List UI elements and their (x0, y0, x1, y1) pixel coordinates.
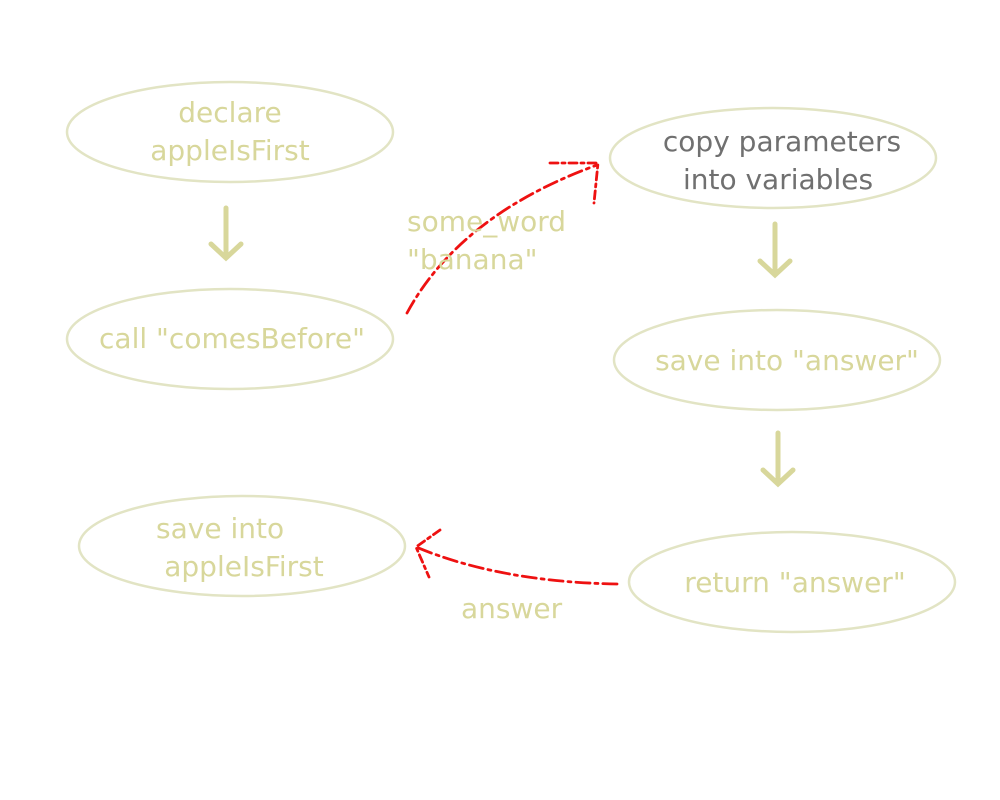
node-copy-params-ellipse (608, 106, 938, 210)
node-declare-ellipse (65, 80, 395, 184)
node-declare: declare appleIsFirst (65, 80, 395, 184)
node-copy-params: copy parameters into variables (608, 106, 938, 210)
flow-arrow-copy-to-save (757, 221, 793, 279)
edge-label-some-word: some_word (407, 205, 566, 238)
node-call-line1: call "comesBefore" (99, 322, 365, 355)
node-declare-line2: appleIsFirst (150, 134, 310, 167)
node-copy-params-line1: copy parameters (663, 125, 901, 158)
node-save-apple-ellipse (77, 494, 407, 598)
edge-label-answer: answer (461, 592, 563, 625)
node-return-answer: return "answer" (627, 530, 957, 634)
node-save-apple-line2: appleIsFirst (164, 550, 324, 583)
node-copy-params-line2: into variables (683, 163, 873, 196)
node-return-answer-line1: return "answer" (684, 566, 905, 599)
node-save-answer-ellipse (612, 308, 942, 412)
node-call-ellipse (65, 287, 395, 391)
node-declare-line1: declare (178, 96, 281, 129)
flow-arrow-save-to-return (760, 430, 796, 488)
call-arrow-call-to-copy (405, 161, 600, 315)
call-arrow-call-to-copy-head (548, 161, 600, 205)
node-call: call "comesBefore" (65, 287, 395, 391)
node-return-answer-ellipse (627, 530, 957, 634)
edge-label-banana: "banana" (407, 243, 538, 276)
node-save-apple-line1: save into (156, 512, 284, 545)
node-save-answer-line1: save into "answer" (655, 344, 919, 377)
node-save-answer: save into "answer" (612, 308, 942, 412)
call-arrow-return-to-save (414, 528, 619, 586)
call-arrow-return-to-save-head (414, 528, 442, 579)
node-save-apple: save into appleIsFirst (77, 494, 407, 598)
flow-arrow-declare-to-call (208, 205, 244, 262)
